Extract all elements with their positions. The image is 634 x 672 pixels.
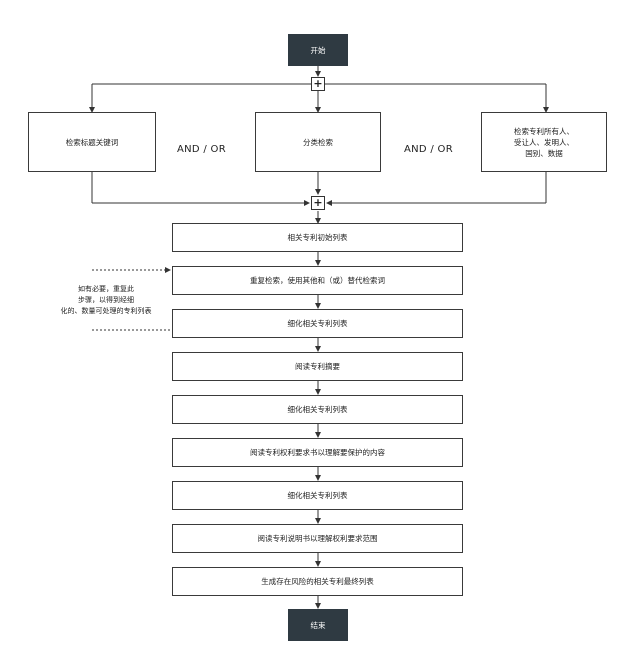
search-box-label: 分类检索 xyxy=(303,137,333,147)
step-label: 生成存在风险的相关专利最终列表 xyxy=(261,577,374,586)
search-box-label: 检索标题关键词 xyxy=(65,137,119,147)
merge-junction-bottom: + xyxy=(311,196,325,210)
merge-junction-top: + xyxy=(311,77,325,91)
end-label: 结束 xyxy=(310,620,326,630)
step-repeat-search: 重复检索，使用其他和（或）替代检索词 xyxy=(172,266,463,295)
step-label: 阅读专利摘要 xyxy=(295,362,340,371)
loop-note: 如有必要，重复此 步骤，以得到经细 化的、数量可处理的专利列表 xyxy=(60,285,152,315)
search-box-label: 检索专利所有人、 受让人、发明人、 国别、数据 xyxy=(514,126,574,158)
step-label: 相关专利初始列表 xyxy=(287,233,348,242)
start-label: 开始 xyxy=(310,45,326,55)
search-box-classification: 分类检索 xyxy=(255,112,381,172)
step-refine-list: 细化相关专利列表 xyxy=(172,481,463,510)
operator-and-or: AND / OR xyxy=(177,144,226,155)
start-node: 开始 xyxy=(288,34,348,66)
operator-and-or: AND / OR xyxy=(404,144,453,155)
step-read-specification: 阅读专利说明书以理解权利要求范围 xyxy=(172,524,463,553)
step-label: 阅读专利说明书以理解权利要求范围 xyxy=(257,534,378,543)
step-refine-list: 细化相关专利列表 xyxy=(172,395,463,424)
step-label: 阅读专利权利要求书以理解要保护的内容 xyxy=(250,448,385,457)
end-node: 结束 xyxy=(288,609,348,641)
step-read-claims: 阅读专利权利要求书以理解要保护的内容 xyxy=(172,438,463,467)
step-initial-list: 相关专利初始列表 xyxy=(172,223,463,252)
step-final-list: 生成存在风险的相关专利最终列表 xyxy=(172,567,463,596)
step-label: 细化相关专利列表 xyxy=(287,491,348,500)
step-refine-list: 细化相关专利列表 xyxy=(172,309,463,338)
search-box-title-keywords: 检索标题关键词 xyxy=(28,112,156,172)
search-box-owner-assignee: 检索专利所有人、 受让人、发明人、 国别、数据 xyxy=(481,112,607,172)
step-label: 细化相关专利列表 xyxy=(287,405,348,414)
step-label: 重复检索，使用其他和（或）替代检索词 xyxy=(250,276,385,285)
step-label: 细化相关专利列表 xyxy=(287,319,348,328)
step-read-abstract: 阅读专利摘要 xyxy=(172,352,463,381)
